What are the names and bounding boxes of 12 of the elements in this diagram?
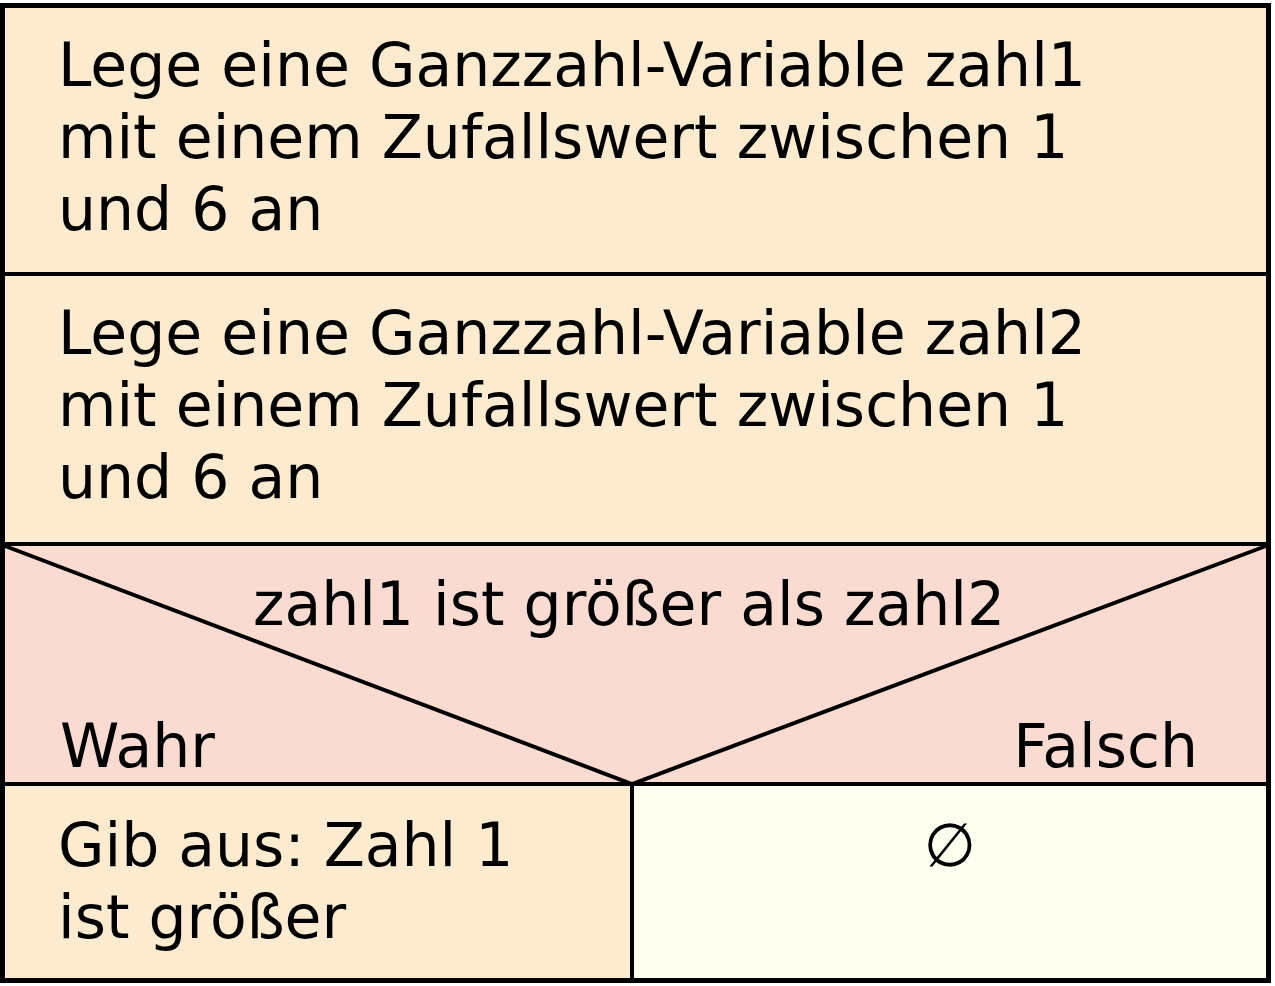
- step-text: Gib aus: Zahl 1 ist größer: [58, 809, 515, 953]
- step-text: Lege eine Ganzzahl-Variable zahl1 mit einem Zufallswert zwischen 1 und 6 an: [58, 29, 1087, 245]
- process-box: [5, 786, 634, 978]
- branch-label: Falsch: [1013, 710, 1198, 782]
- decision-block: [5, 546, 1266, 786]
- branch-label: Wahr: [60, 710, 215, 782]
- process-box: [5, 276, 1266, 546]
- condition-text: zahl1 ist größer als zahl2: [252, 568, 1006, 640]
- step-text: Lege eine Ganzzahl-Variable zahl2 mit einem Zufallswert zwischen 1 und 6 an: [58, 297, 1087, 513]
- empty-set-symbol: ∅: [923, 809, 977, 881]
- process-box: [634, 786, 1266, 978]
- process-box: [5, 8, 1266, 276]
